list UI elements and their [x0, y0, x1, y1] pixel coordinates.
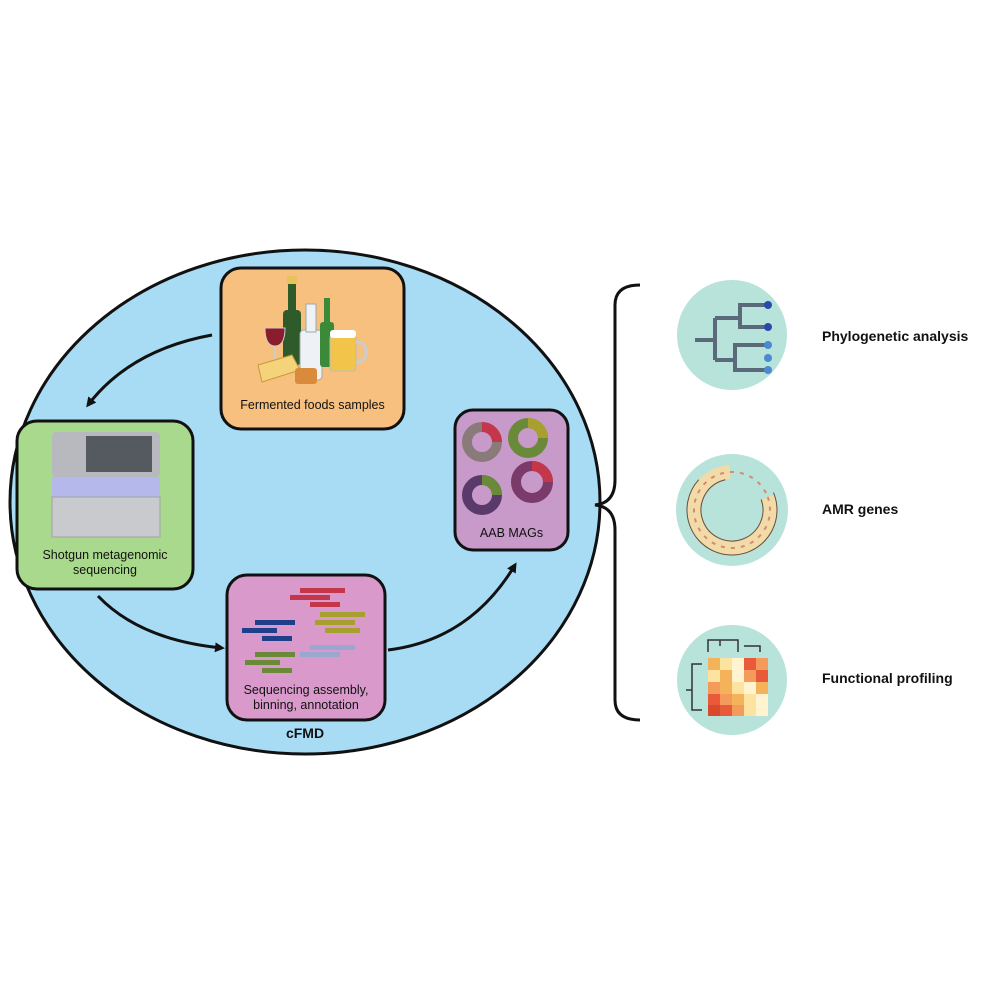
sequencing-label-line1: Shotgun metagenomic [42, 548, 168, 562]
curly-brace [594, 283, 641, 722]
assembly-label: Sequencing assembly, binning, annotation [230, 683, 382, 713]
assembly-step [225, 573, 387, 722]
sequencer-icon [51, 432, 161, 538]
sequencing-step [15, 419, 195, 591]
contigs-icon [242, 588, 365, 673]
fermented-foods-step [219, 266, 406, 431]
amr-genes-item [676, 454, 788, 566]
cfmd-label: cFMD [285, 725, 325, 741]
mags-step [453, 408, 570, 552]
arrow-foods-to-sequencing [86, 333, 213, 408]
functional-profiling-item [677, 625, 787, 735]
phylogenetic-tree-icon [695, 303, 768, 372]
bottles-icon [257, 276, 368, 384]
heatmap-icon [686, 639, 768, 716]
circular-tree-icon [686, 464, 778, 556]
sequencing-label-line2: sequencing [73, 563, 137, 577]
phylogenetic-analysis-label: Phylogenetic analysis [822, 328, 969, 344]
genome-rings-icon [462, 418, 553, 515]
mags-label: AAB MAGs [479, 526, 544, 540]
amr-genes-label: AMR genes [822, 501, 899, 517]
sequencing-label: Shotgun metagenomic sequencing [22, 548, 188, 578]
assembly-label-line1: Sequencing assembly, [243, 683, 369, 697]
arrow-sequencing-to-assembly [96, 594, 225, 653]
functional-profiling-label: Functional profiling [822, 670, 953, 686]
assembly-label-line2: binning, annotation [253, 698, 359, 712]
phylogenetic-analysis-item [677, 280, 787, 390]
arrow-assembly-to-mags [387, 562, 517, 652]
fermented-foods-label: Fermented foods samples [240, 398, 385, 412]
